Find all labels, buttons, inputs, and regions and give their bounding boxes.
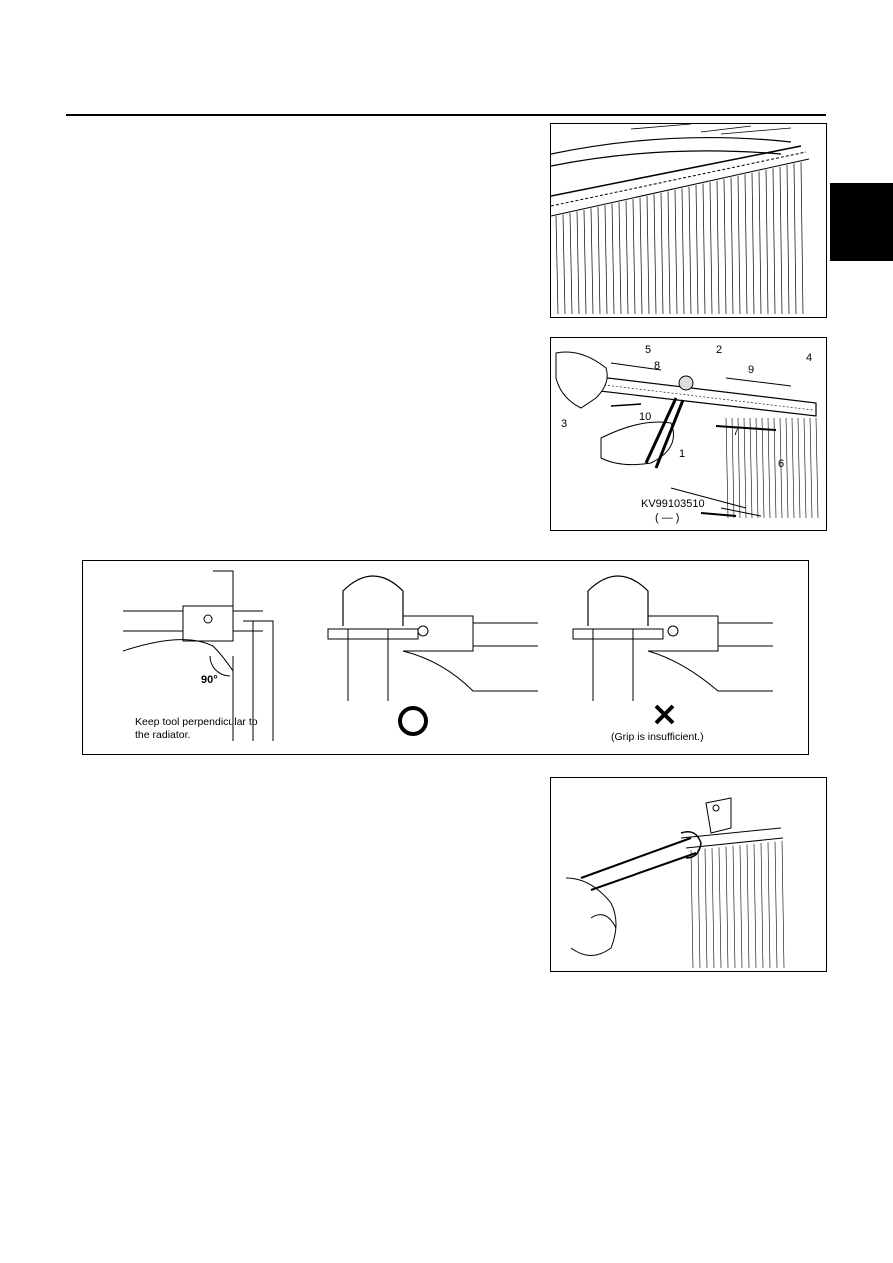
- callout-10: 10: [639, 411, 652, 423]
- callout-5: 5: [645, 344, 652, 356]
- figure-radiator-core: [550, 123, 827, 318]
- callout-3: 3: [561, 418, 568, 430]
- header-rule: [66, 114, 826, 116]
- section-tab: [830, 183, 893, 261]
- tool-number-label: KV99103510: [641, 498, 705, 510]
- callout-8: 8: [654, 360, 661, 372]
- callout-7: 7: [733, 426, 740, 438]
- tool-operation-illustration: [555, 351, 819, 519]
- radiator-core-illustration: [551, 124, 810, 315]
- figure-tool-positioning: 90° Keep tool perpendicular to the radia…: [82, 560, 809, 755]
- callout-6: 6: [778, 458, 785, 470]
- callout-9: 9: [748, 364, 755, 376]
- callout-4: 4: [806, 352, 813, 364]
- figure-tool-operation: 5 2 4 8 9 3 10 1 7 6 KV99103510 ( — ): [550, 337, 827, 531]
- caption-perpendicular: Keep tool perpendicular to the radiator.: [135, 716, 258, 742]
- figure-pliers: [550, 777, 827, 972]
- callout-2: 2: [716, 344, 723, 356]
- angle-label: 90°: [201, 674, 218, 686]
- caption-grip-insufficient: (Grip is insufficient.): [611, 731, 704, 743]
- callout-1: 1: [679, 448, 686, 460]
- caption-line-2: the radiator.: [135, 729, 191, 741]
- tool-positioning-illustration: [122, 570, 773, 741]
- tool-sub-label: ( — ): [655, 512, 680, 524]
- caption-line-1: Keep tool perpendicular to: [135, 716, 258, 728]
- pliers-illustration: [565, 797, 785, 969]
